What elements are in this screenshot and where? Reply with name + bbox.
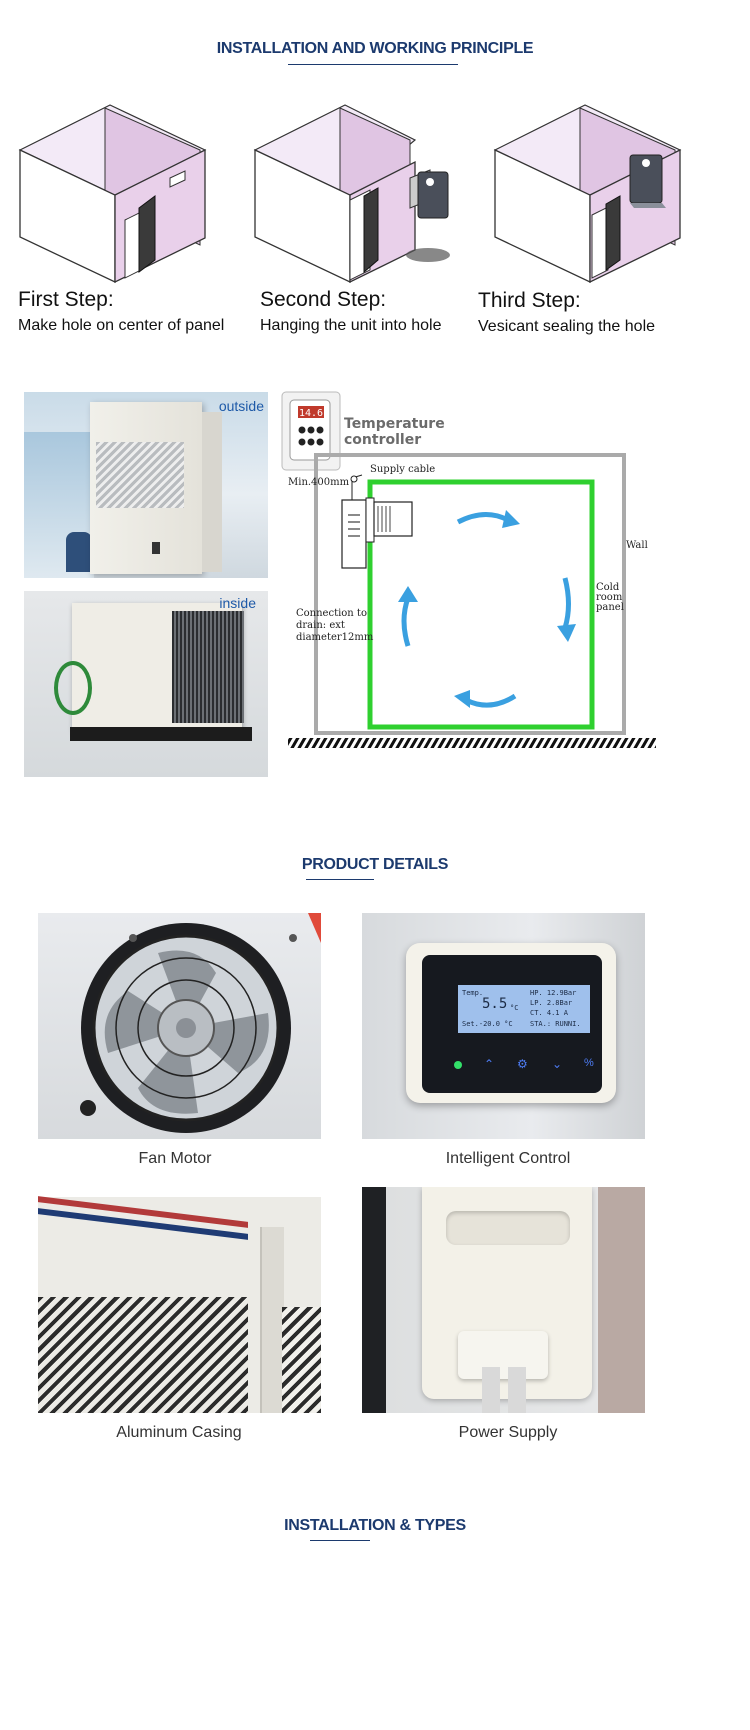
unit-grille (96, 442, 184, 508)
airflow-arrow-bottom (464, 693, 517, 708)
lcd-temp-label: Temp. (462, 989, 484, 997)
intelligent-control-caption: Intelligent Control (445, 1150, 571, 1167)
step3-title: Third Step: (478, 289, 581, 312)
gear-icon[interactable]: ⚙ (517, 1057, 528, 1071)
drain-hose (54, 661, 92, 715)
drain-label-3: diameter12mm (296, 632, 374, 643)
step2-desc: Hanging the unit into hole (260, 317, 442, 334)
outside-unit-photo: outside (24, 392, 268, 578)
indoor-unit-shape (373, 501, 413, 537)
controller-display: 14.6 (299, 408, 323, 419)
step3-desc: Vesicant sealing the hole (478, 318, 656, 335)
lcd-ct: CT. 4.1 A (530, 1009, 568, 1017)
unit-switch (152, 542, 160, 554)
supply-cable-label: Supply cable (370, 464, 435, 475)
drain-label-2: drain: ext (296, 620, 345, 631)
min-distance-label: Min.400mm (288, 477, 350, 488)
step1-room-illustration (18, 104, 207, 284)
temperature-controller-label-1: Temperature (344, 416, 445, 432)
aluminum-casing-caption: Aluminum Casing (116, 1424, 242, 1441)
casing-edge (260, 1227, 284, 1413)
ground-hatch (288, 738, 656, 748)
fan-motor-caption: Fan Motor (138, 1150, 212, 1167)
step2-title: Second Step: (260, 288, 387, 311)
cold-room-label-3: panel (596, 602, 624, 613)
section-title-installation: INSTALLATION AND WORKING PRINCIPLE (216, 40, 534, 57)
fan-motor-photo (38, 913, 321, 1139)
lcd-lp: LP. 2.8Bar (530, 999, 573, 1007)
airflow-arrow-top (456, 512, 510, 525)
lcd-temp-value: 5.5 (482, 996, 508, 1012)
temperature-controller-label-2: controller (344, 432, 421, 448)
cold-room-label-1: Cold (596, 582, 620, 593)
vent-pattern (38, 1297, 248, 1413)
box-handle (446, 1211, 570, 1245)
outside-label: outside (218, 398, 264, 414)
lcd-temp-unit: °C (510, 1004, 519, 1012)
intelligent-control-photo: Temp. HP. 12.9Bar 5.5 °C LP. 2.8Bar CT. … (362, 913, 645, 1139)
working-principle-diagram: 14.6 Temperature controller Supply cable… (281, 391, 656, 748)
casing-top (38, 1187, 321, 1197)
outdoor-unit-shape (341, 499, 367, 569)
lcd-status: STA.: RUNNI. (530, 1020, 581, 1028)
cold-room-label-2: room (596, 592, 623, 603)
cable-left (482, 1367, 500, 1413)
cable-gland (458, 1331, 548, 1379)
side-vent-pattern (282, 1307, 321, 1413)
up-arrow-icon[interactable]: ⌃ (484, 1057, 495, 1071)
person-silhouette (66, 532, 92, 572)
title-underline (288, 64, 458, 65)
wall-label: Wall (626, 540, 648, 551)
down-arrow-icon[interactable]: ⌄ (552, 1057, 563, 1071)
step3-room-illustration (493, 104, 682, 284)
power-led (454, 1061, 462, 1069)
power-supply-photo (362, 1187, 645, 1413)
lcd-screen: Temp. HP. 12.9Bar 5.5 °C LP. 2.8Bar CT. … (458, 985, 590, 1033)
cable-right (508, 1367, 526, 1413)
unit-side (202, 412, 222, 572)
power-supply-caption: Power Supply (458, 1424, 558, 1441)
defrost-icon[interactable]: % (584, 1057, 594, 1069)
title-underline (306, 879, 374, 880)
step1-title: First Step: (18, 288, 114, 311)
inside-label: inside (219, 595, 256, 611)
aluminum-casing-photo (38, 1187, 321, 1413)
airflow-arrow-right (562, 577, 571, 629)
coil-fins (172, 611, 244, 723)
section-title-installation-types: INSTALLATION & TYPES (284, 1517, 466, 1534)
mount-bracket (70, 727, 252, 741)
section-title-product-details: PRODUCT DETAILS (301, 856, 449, 873)
drain-label-1: Connection to (296, 608, 367, 619)
step2-room-illustration (253, 104, 450, 284)
title-underline (310, 1540, 370, 1541)
lcd-set: Set.-20.0 °C (462, 1020, 513, 1028)
cabinet-edge (362, 1187, 386, 1413)
lcd-hp: HP. 12.9Bar (530, 989, 577, 997)
step1-desc: Make hole on center of panel (18, 317, 225, 334)
wall-outline (314, 453, 626, 735)
side-panel (598, 1187, 645, 1413)
inside-unit-photo: inside (24, 591, 268, 777)
